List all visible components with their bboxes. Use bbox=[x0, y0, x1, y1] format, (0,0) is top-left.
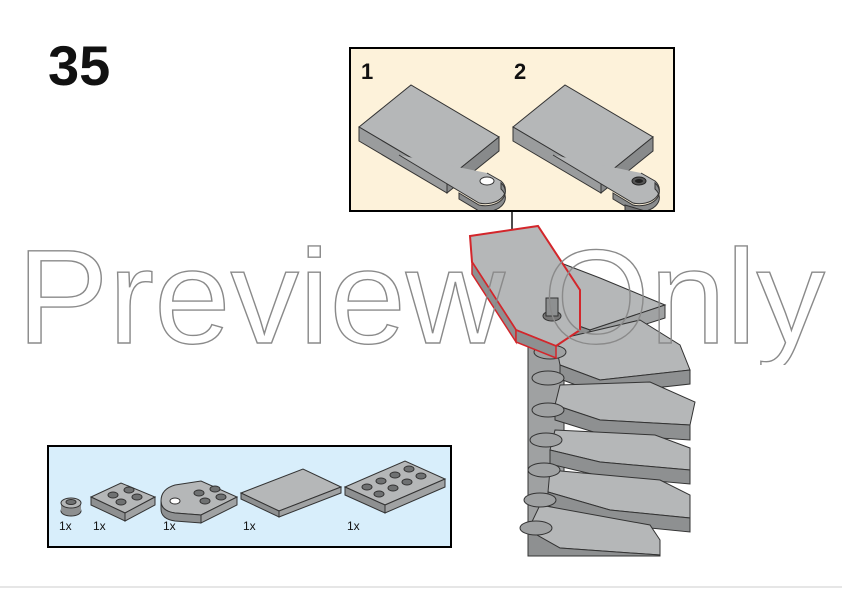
new-part-highlight-icon bbox=[468, 224, 581, 360]
plate-2x2-icon bbox=[89, 482, 157, 522]
part-qty-5: 1x bbox=[347, 519, 360, 533]
round-plate-1x1-icon bbox=[60, 497, 82, 517]
plate-2x2-round-end-icon bbox=[160, 480, 239, 524]
sub-step-label-1: 1 bbox=[361, 59, 374, 84]
part-qty-2: 1x bbox=[93, 519, 106, 533]
parts-list-panel: 1x 1x 1x 1x 1x bbox=[47, 445, 452, 548]
tile-2x4-icon bbox=[239, 468, 343, 518]
part-qty-3: 1x bbox=[163, 519, 176, 533]
plate-2x4-icon bbox=[343, 460, 447, 514]
sub-step-illustrations bbox=[358, 84, 660, 210]
sub-step-2-assembly-icon bbox=[512, 84, 660, 210]
sub-step-label-2: 2 bbox=[514, 59, 527, 84]
part-qty-1: 1x bbox=[59, 519, 72, 533]
sub-step-callout: 1 2 bbox=[349, 47, 675, 212]
step-number: 35 bbox=[48, 34, 111, 97]
parts-list-illustrations bbox=[60, 460, 447, 524]
page-bottom-rule bbox=[0, 586, 842, 588]
part-qty-4: 1x bbox=[243, 519, 256, 533]
sub-step-1-assembly-icon bbox=[358, 84, 506, 210]
